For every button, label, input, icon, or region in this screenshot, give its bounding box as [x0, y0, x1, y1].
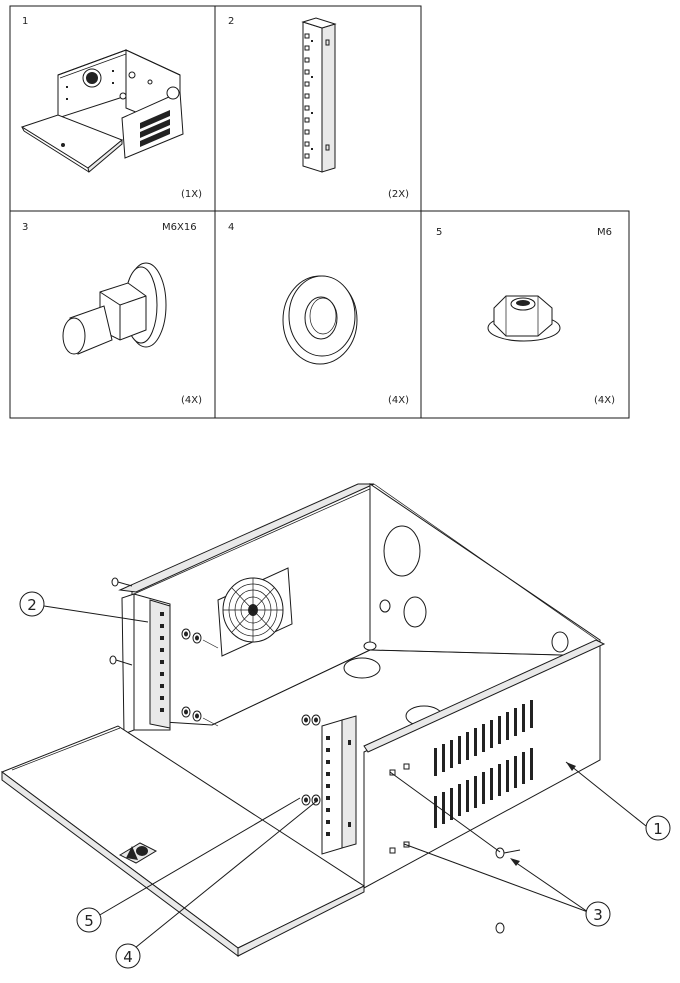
- leader-1: [565, 761, 647, 827]
- hardware-right: [301, 714, 321, 806]
- fan-grille: [217, 567, 293, 657]
- cell-5-number: 5: [436, 227, 442, 238]
- leader-4: [129, 799, 319, 953]
- leader-3a: [511, 859, 589, 913]
- parts-table: 1 (1X) 2 (2X) 3 M6X16 (4X) 4 (4X) 5 M6 (…: [9, 5, 630, 419]
- callout-1-label: 1: [653, 820, 663, 838]
- cell-4-quantity: (4X): [388, 395, 409, 406]
- rail-left: [149, 599, 171, 729]
- cell-5-spec: M6: [597, 227, 612, 238]
- cell-1-quantity: (1X): [181, 189, 202, 200]
- hardware-left: [109, 577, 219, 727]
- cell-frame-1: [9, 5, 216, 212]
- cell-4-number: 4: [228, 222, 234, 233]
- part-4-washer-drawing: [282, 275, 358, 365]
- rail-right: [321, 715, 357, 855]
- leader-5: [97, 797, 301, 917]
- hardware-screws-front: [495, 847, 521, 934]
- part-1-cabinet-drawing: [20, 49, 184, 173]
- callout-4-label: 4: [123, 948, 133, 966]
- part-2-rail-drawing: [301, 17, 337, 173]
- cell-2-number: 2: [228, 16, 234, 27]
- callout-3-label: 3: [593, 906, 603, 924]
- cell-3-spec: M6X16: [162, 222, 197, 233]
- leader-3b: [403, 843, 589, 913]
- vent-slots: [434, 700, 533, 828]
- cabinet-front-right: [363, 641, 601, 889]
- callout-2: 2: [19, 591, 45, 617]
- callout-5: 5: [76, 907, 102, 933]
- cell-frame-5: [420, 210, 630, 419]
- callout-4: 4: [115, 943, 141, 969]
- cell-2-quantity: (2X): [388, 189, 409, 200]
- cell-1-number: 1: [22, 16, 28, 27]
- cell-5-quantity: (4X): [594, 395, 615, 406]
- part-3-screw-drawing: [62, 262, 167, 355]
- part-5-nut-drawing: [487, 295, 561, 342]
- callout-3: 3: [585, 901, 611, 927]
- assembly-drawing: 2 1 3 5 4: [0, 483, 671, 969]
- cell-3-number: 3: [22, 222, 28, 233]
- leader-2: [43, 605, 149, 623]
- door-lock: [118, 842, 158, 864]
- callout-2-label: 2: [27, 596, 37, 614]
- callout-1: 1: [645, 815, 671, 841]
- cell-3-quantity: (4X): [181, 395, 202, 406]
- callout-5-label: 5: [84, 912, 94, 930]
